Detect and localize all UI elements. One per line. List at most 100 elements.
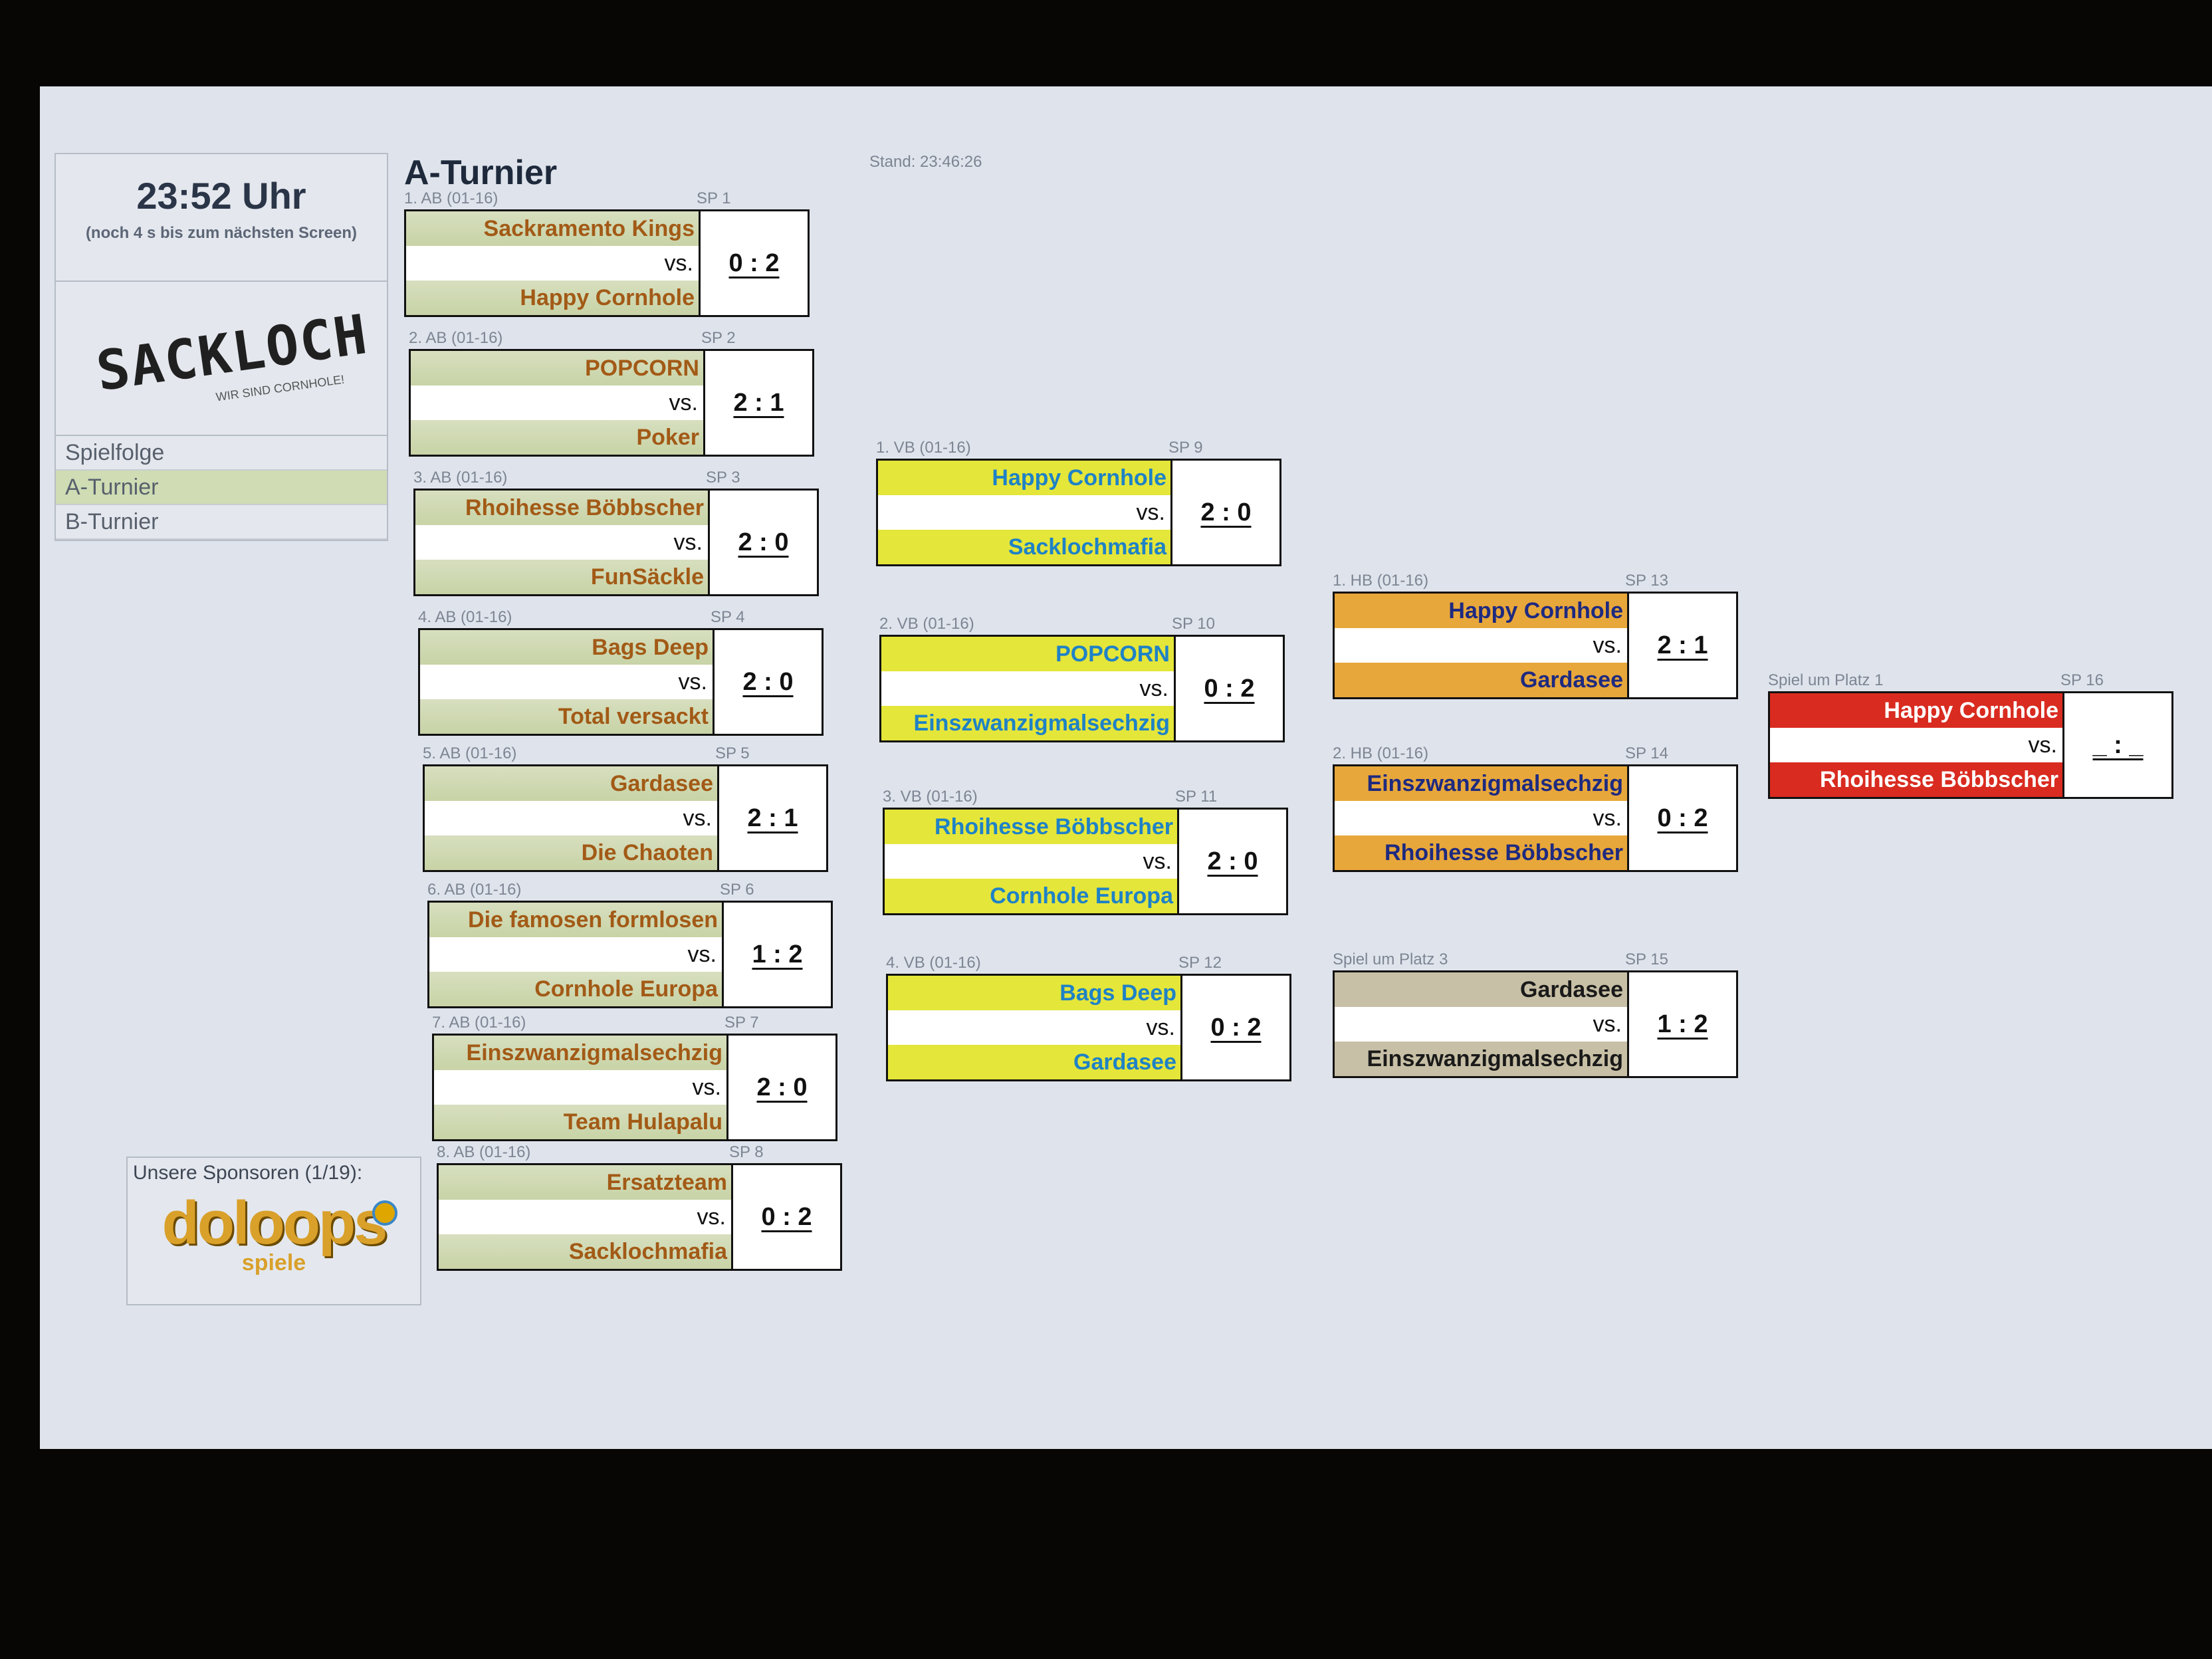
match-score: _ : _	[2064, 693, 2171, 797]
match-sp4[interactable]: 4. AB (01-16) SP 4 Bags Deep vs. Total v…	[418, 608, 824, 754]
match-sp: SP 1	[697, 189, 731, 207]
sponsor-mark-icon	[372, 1200, 397, 1226]
match-sp16[interactable]: Spiel um Platz 1 SP 16 Happy Cornhole vs…	[1768, 671, 2173, 818]
match-teams: POPCORN vs. Einszwanzigmalsechzig	[881, 637, 1176, 740]
team-1: Ersatzteam	[439, 1165, 731, 1200]
match-sp: SP 12	[1178, 954, 1222, 972]
match-sp: SP 14	[1625, 744, 1668, 762]
sponsor-logo: doloops	[162, 1189, 388, 1257]
team-2: Die Chaoten	[425, 835, 717, 870]
match-score: 2 : 1	[1629, 594, 1736, 697]
match-box: Happy Cornhole vs. Gardasee 2 : 1	[1333, 592, 1738, 699]
match-sp3[interactable]: 3. AB (01-16) SP 3 Rhoihesse Böbbscher v…	[413, 469, 819, 615]
team-2: Cornhole Europa	[429, 972, 722, 1006]
sponsor-box: Unsere Sponsoren (1/19): doloops spiele	[126, 1157, 421, 1305]
score-value: 0 : 2	[1204, 674, 1255, 703]
score-value: 2 : 0	[756, 1073, 808, 1101]
match-teams: Sackramento Kings vs. Happy Cornhole	[406, 211, 701, 315]
match-sp8[interactable]: 8. AB (01-16) SP 8 Ersatzteam vs. Sacklo…	[437, 1143, 842, 1289]
match-sp: SP 13	[1625, 572, 1668, 590]
match-sp: SP 8	[729, 1143, 764, 1161]
team-2: Rhoihesse Böbbscher	[1770, 762, 2062, 797]
team-2: Einszwanzigmalsechzig	[881, 706, 1174, 740]
match-sp: SP 4	[711, 608, 745, 626]
match-teams: Einszwanzigmalsechzig vs. Team Hulapalu	[434, 1036, 728, 1139]
match-sp: SP 7	[724, 1014, 759, 1032]
match-round: 4. VB (01-16)	[886, 954, 981, 972]
team-1: Rhoihesse Böbbscher	[885, 810, 1177, 844]
match-box: Einszwanzigmalsechzig vs. Team Hulapalu …	[432, 1034, 837, 1141]
vs-label: vs.	[692, 1075, 721, 1100]
vs-label: vs.	[2028, 732, 2057, 758]
match-score: 1 : 2	[724, 903, 831, 1006]
score-value: 2 : 1	[733, 388, 784, 417]
team-1: Einszwanzigmalsechzig	[1335, 766, 1627, 801]
team-1: Sackramento Kings	[406, 211, 699, 246]
score-value: 0 : 2	[1657, 804, 1708, 832]
match-sp: SP 11	[1175, 788, 1218, 806]
match-sp5[interactable]: 5. AB (01-16) SP 5 Gardasee vs. Die Chao…	[423, 744, 828, 891]
vs-label: vs.	[1593, 1012, 1622, 1037]
match-teams: POPCORN vs. Poker	[411, 351, 705, 455]
match-sp: SP 9	[1168, 439, 1203, 457]
match-score: 2 : 0	[1172, 461, 1279, 564]
match-sp13[interactable]: 1. HB (01-16) SP 13 Happy Cornhole vs. G…	[1333, 572, 1738, 718]
match-teams: Rhoihesse Böbbscher vs. FunSäckle	[415, 491, 710, 594]
score-value: 0 : 2	[1210, 1013, 1262, 1042]
team-2: Gardasee	[1335, 663, 1627, 697]
score-value: 2 : 0	[742, 667, 794, 696]
clock-box: 23:52 Uhr (noch 4 s bis zum nächsten Scr…	[56, 154, 387, 282]
match-box: Bags Deep vs. Total versackt 2 : 0	[418, 628, 824, 736]
nav-item-spielfolge[interactable]: Spielfolge	[56, 436, 387, 471]
team-2: Cornhole Europa	[885, 879, 1177, 913]
match-box: Die famosen formlosen vs. Cornhole Europ…	[427, 901, 833, 1008]
match-sp9[interactable]: 1. VB (01-16) SP 9 Happy Cornhole vs. Sa…	[876, 439, 1281, 585]
match-sp: SP 15	[1625, 950, 1668, 968]
match-sp10[interactable]: 2. VB (01-16) SP 10 POPCORN vs. Einszwan…	[879, 615, 1285, 761]
team-2: Team Hulapalu	[434, 1105, 726, 1139]
match-sp2[interactable]: 2. AB (01-16) SP 2 POPCORN vs. Poker 2 :…	[409, 329, 814, 475]
team-1: Die famosen formlosen	[429, 903, 722, 937]
match-sp6[interactable]: 6. AB (01-16) SP 6 Die famosen formlosen…	[427, 881, 833, 1027]
match-sp12[interactable]: 4. VB (01-16) SP 12 Bags Deep vs. Gardas…	[886, 954, 1291, 1100]
nav-item-b-turnier[interactable]: B-Turnier	[56, 505, 387, 540]
match-box: POPCORN vs. Poker 2 : 1	[409, 349, 814, 457]
team-2: FunSäckle	[415, 560, 708, 594]
team-1: Happy Cornhole	[878, 461, 1170, 495]
match-sp7[interactable]: 7. AB (01-16) SP 7 Einszwanzigmalsechzig…	[432, 1014, 837, 1160]
match-sp14[interactable]: 2. HB (01-16) SP 14 Einszwanzigmalsechzi…	[1333, 744, 1738, 891]
team-1: Bags Deep	[420, 630, 713, 665]
match-score: 2 : 1	[705, 351, 812, 455]
score-value: 1 : 2	[752, 940, 803, 968]
match-round: 7. AB (01-16)	[432, 1014, 526, 1032]
match-round: 3. VB (01-16)	[883, 788, 978, 806]
match-sp: SP 5	[715, 744, 750, 762]
match-round: 4. AB (01-16)	[418, 608, 512, 626]
stand-timestamp: Stand: 23:46:26	[869, 153, 982, 171]
score-value: 2 : 1	[1657, 631, 1708, 659]
vs-label: vs.	[697, 1204, 726, 1230]
nav-item-a-turnier[interactable]: A-Turnier	[56, 471, 387, 505]
match-sp: SP 2	[701, 329, 736, 347]
vs-label: vs.	[1143, 849, 1172, 874]
team-1: Gardasee	[1335, 972, 1627, 1007]
match-sp11[interactable]: 3. VB (01-16) SP 11 Rhoihesse Böbbscher …	[883, 788, 1288, 934]
match-teams: Gardasee vs. Einszwanzigmalsechzig	[1335, 972, 1629, 1076]
score-value: 2 : 1	[747, 804, 798, 832]
match-sp: SP 6	[720, 881, 754, 899]
vs-label: vs.	[1146, 1015, 1175, 1040]
match-sp15[interactable]: Spiel um Platz 3 SP 15 Gardasee vs. Eins…	[1333, 950, 1738, 1097]
vs-label: vs.	[678, 669, 707, 695]
tournament-screen: 23:52 Uhr (noch 4 s bis zum nächsten Scr…	[40, 86, 2212, 1449]
match-round: 2. AB (01-16)	[409, 329, 503, 347]
match-teams: Bags Deep vs. Gardasee	[888, 976, 1182, 1079]
match-score: 1 : 2	[1629, 972, 1736, 1076]
match-teams: Einszwanzigmalsechzig vs. Rhoihesse Böbb…	[1335, 766, 1629, 870]
match-teams: Happy Cornhole vs. Rhoihesse Böbbscher	[1770, 693, 2064, 797]
team-2: Total versackt	[420, 699, 713, 734]
vs-label: vs.	[1593, 806, 1622, 831]
match-teams: Die famosen formlosen vs. Cornhole Europ…	[429, 903, 724, 1006]
match-sp1[interactable]: 1. AB (01-16) SP 1 Sackramento Kings vs.…	[404, 189, 810, 336]
match-sp: SP 16	[2060, 671, 2104, 689]
match-score: 0 : 2	[1629, 766, 1736, 870]
